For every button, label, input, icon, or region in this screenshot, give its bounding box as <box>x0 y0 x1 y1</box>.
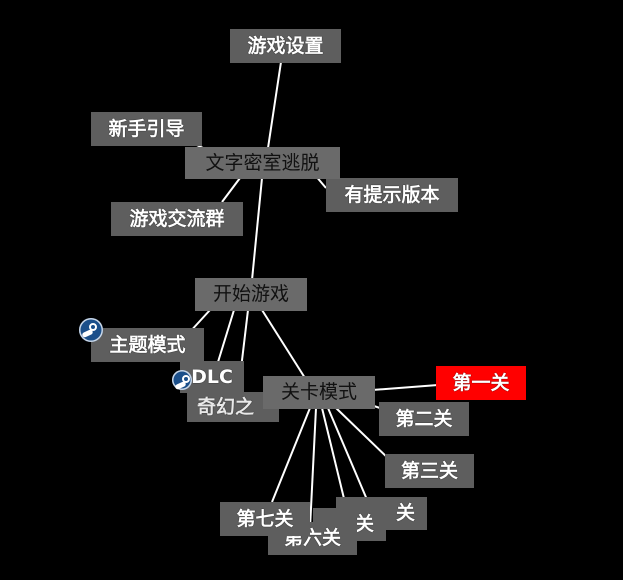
node-hint-version[interactable]: 有提示版本 <box>326 178 458 212</box>
node-level-1[interactable]: 第一关 <box>436 366 526 400</box>
node-level-mode[interactable]: 关卡模式 <box>263 376 375 409</box>
link-group-root <box>221 177 241 203</box>
link-levelmode-l7 <box>271 407 311 503</box>
link-root-start <box>251 177 263 281</box>
link-start-dlc <box>217 309 235 363</box>
link-levelmode-l4 <box>327 407 369 503</box>
link-levelmode-l6 <box>309 407 317 529</box>
steam-icon <box>172 370 192 390</box>
node-theme-mode[interactable]: 主题模式 <box>91 328 204 362</box>
link-levelmode-l1 <box>371 384 439 391</box>
node-level-2[interactable]: 第二关 <box>379 402 469 436</box>
node-tutorial[interactable]: 新手引导 <box>91 112 202 146</box>
node-level-6[interactable]: 第六关 <box>268 522 357 555</box>
link-start-levelmode <box>261 309 306 379</box>
node-game-settings[interactable]: 游戏设置 <box>230 29 341 63</box>
node-dlc[interactable]: DLC <box>180 361 244 393</box>
node-level-7[interactable]: 第七关 <box>220 502 310 536</box>
node-root[interactable]: 文字密室逃脱 <box>185 147 340 179</box>
node-start-game[interactable]: 开始游戏 <box>195 278 307 311</box>
link-levelmode-l3 <box>335 407 393 463</box>
link-settings-root <box>267 61 282 149</box>
steam-icon <box>79 318 103 342</box>
node-game-group[interactable]: 游戏交流群 <box>111 202 243 236</box>
node-level-3[interactable]: 第三关 <box>385 454 474 488</box>
